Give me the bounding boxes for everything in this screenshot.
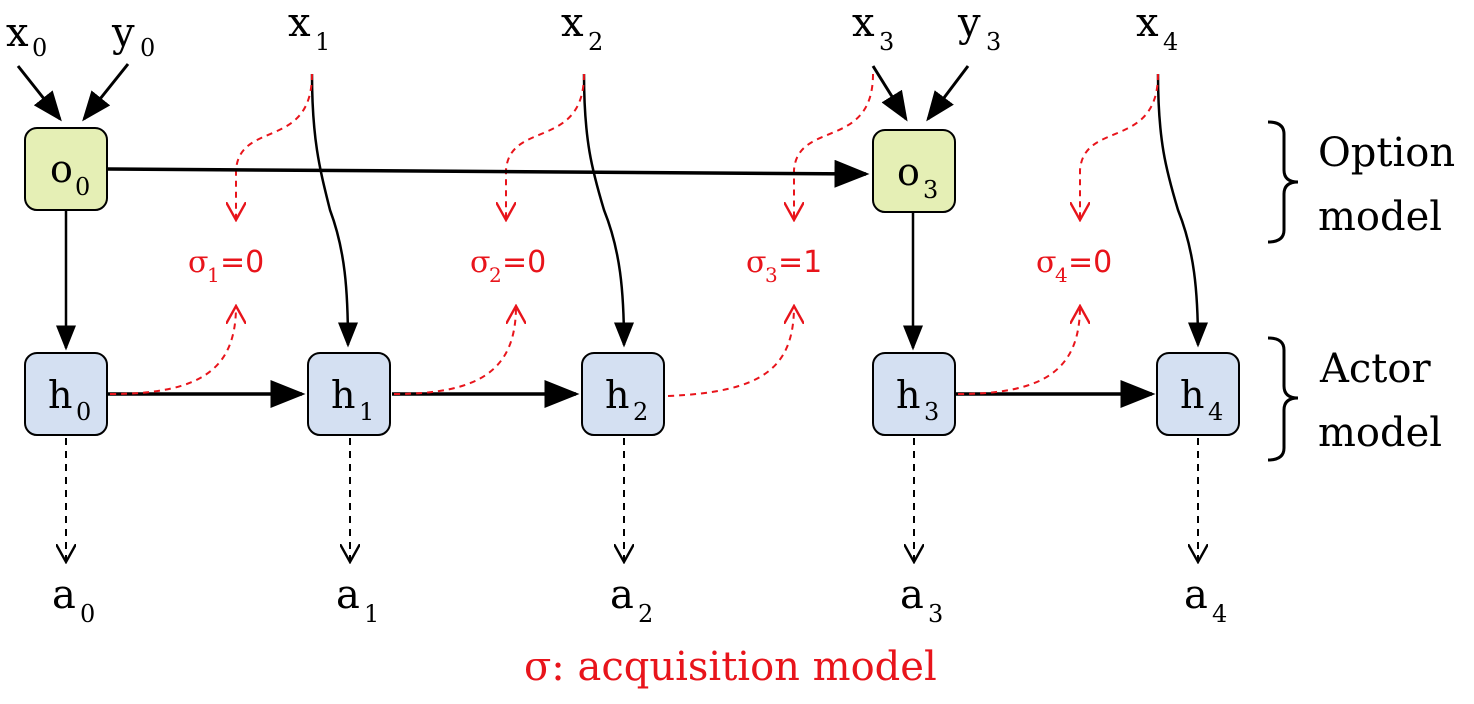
option-model-label-line1: Option [1318,130,1455,176]
svg-text:4: 4 [1212,600,1227,628]
acq-x3-top [794,73,874,220]
svg-text:x: x [852,0,875,46]
input-x3: x 3 [852,0,894,56]
action-a1: a 1 [336,572,379,628]
svg-text:1: 1 [364,600,379,628]
input-y3: y 3 [957,0,1001,56]
input-x0: x 0 [6,10,47,62]
action-a2: a 2 [610,572,653,628]
svg-text:1: 1 [359,398,374,426]
option-node-o3: o 3 [872,129,956,213]
svg-text:o: o [897,150,920,194]
svg-text:σ: σ [188,245,208,280]
svg-text:4: 4 [1208,398,1223,426]
edge-x4-h4 [1156,73,1208,348]
option-node-o0: o 0 [24,127,108,211]
sigma-label-2: σ 2 =0 [470,245,546,287]
svg-text:h: h [48,373,72,417]
actor-node-h4: h 4 [1156,352,1240,436]
svg-text:y: y [111,10,135,56]
svg-text:1: 1 [207,263,220,287]
action-a0: a 0 [52,572,95,628]
acq-x1-top [236,73,313,220]
svg-text:a: a [52,572,76,618]
svg-text:4: 4 [1055,263,1068,287]
svg-text:σ: σ [470,245,490,280]
actor-node-h1: h 1 [307,352,391,436]
svg-text:=1: =1 [778,245,822,280]
svg-text:x: x [6,10,29,56]
svg-text:3: 3 [924,398,939,426]
svg-text:1: 1 [315,28,330,56]
input-x2: x 2 [561,0,603,56]
svg-text:3: 3 [923,176,938,204]
svg-text:0: 0 [32,34,47,62]
svg-text:σ: σ [1036,245,1056,280]
svg-text:3: 3 [765,263,778,287]
svg-text:y: y [957,0,981,46]
svg-text:a: a [610,572,634,618]
svg-text:h: h [331,373,355,417]
edge-x1-h1 [310,73,358,348]
input-y0: y 0 [111,10,155,62]
acq-x2-top [506,73,585,220]
svg-text:a: a [1184,572,1208,618]
svg-text:x: x [288,0,311,46]
acq-h3-bottom [957,306,1080,395]
action-a4: a 4 [1184,572,1227,628]
svg-text:a: a [336,572,360,618]
sigma-label-4: σ 4 =0 [1036,245,1112,287]
svg-text:=0: =0 [220,245,264,280]
svg-text:=0: =0 [1068,245,1112,280]
sigma-label-3: σ 3 =1 [746,245,822,287]
svg-text:0: 0 [76,398,91,426]
svg-text:0: 0 [80,600,95,628]
edge-y0-o0 [82,63,130,122]
input-x4: x 4 [1136,0,1178,56]
acq-h0-bottom [109,306,236,395]
edge-x2-h2 [582,73,634,348]
svg-text:σ: σ [746,245,766,280]
acq-h1-bottom [393,306,516,395]
actor-node-h3: h 3 [872,352,956,436]
edge-x3-o3 [871,65,908,122]
actor-node-h2: h 2 [581,352,665,436]
input-x1: x 1 [288,0,330,56]
actor-model-label-line2: model [1318,410,1442,456]
actor-model-label-line1: Actor [1319,346,1431,392]
svg-text:2: 2 [638,600,653,628]
acq-x4-top [1080,73,1159,220]
svg-text:2: 2 [633,398,648,426]
sigma-label-1: σ 1 =0 [188,245,264,287]
svg-text:0: 0 [75,173,90,201]
svg-text:h: h [605,373,629,417]
actor-model-brace [1267,336,1299,462]
svg-text:x: x [1136,0,1159,46]
acq-h2-bottom [667,306,794,397]
svg-text:h: h [896,373,920,417]
action-a3: a 3 [900,572,943,628]
svg-text:2: 2 [588,28,603,56]
svg-text:3: 3 [986,28,1001,56]
svg-text:=0: =0 [502,245,546,280]
actor-node-h0: h 0 [24,352,108,436]
edge-o0-o3 [107,159,870,188]
svg-text:3: 3 [928,600,943,628]
svg-text:h: h [1180,373,1204,417]
svg-text:o: o [50,147,73,191]
svg-text:0: 0 [140,34,155,62]
svg-text:a: a [900,572,924,618]
svg-text:3: 3 [879,28,894,56]
edge-y3-o3 [926,65,970,122]
svg-text:x: x [561,0,584,46]
caption: σ: acquisition model [524,644,937,690]
option-model-brace [1267,120,1299,244]
svg-text:4: 4 [1163,28,1178,56]
edge-x0-o0 [16,65,62,122]
svg-text:2: 2 [489,263,502,287]
option-model-label-line2: model [1318,194,1442,240]
